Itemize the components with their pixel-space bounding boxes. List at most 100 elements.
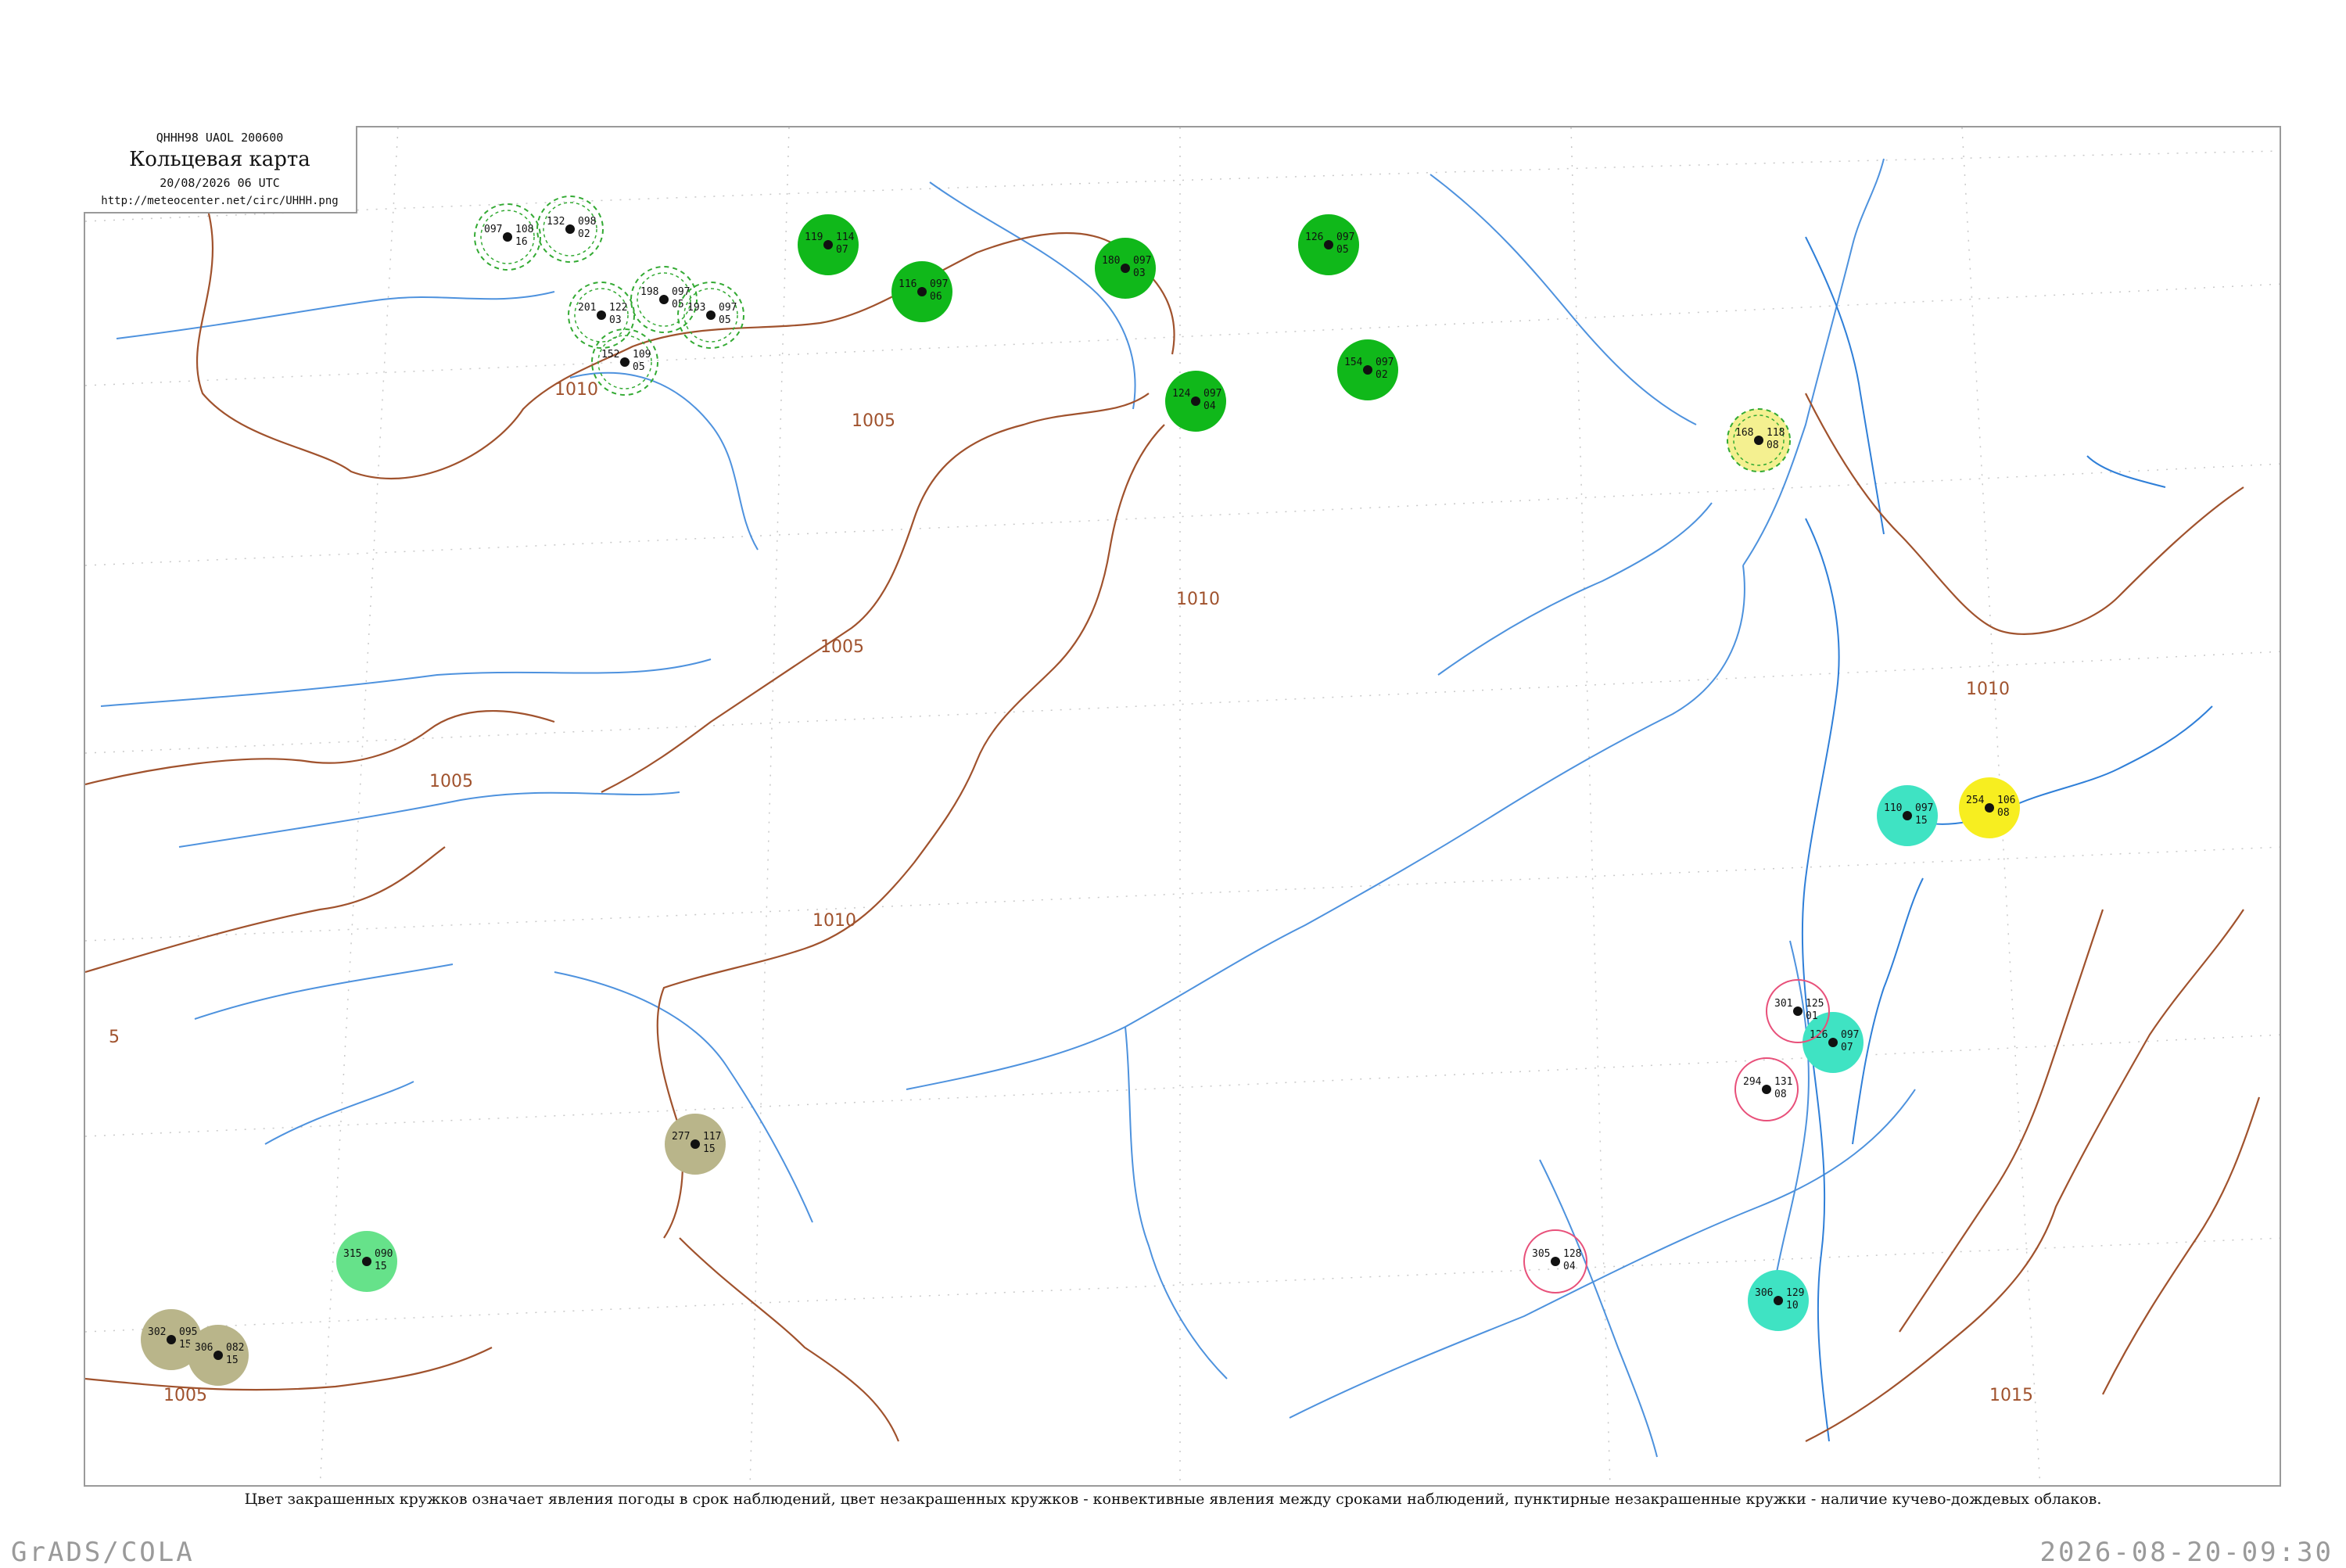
station-circle-inner [543, 202, 597, 257]
station-cloud: 08 [1774, 1089, 1787, 1100]
station-dot [917, 287, 927, 296]
isobars [85, 174, 2261, 1442]
station-pressure: 082 [226, 1342, 244, 1354]
station-dot [823, 240, 833, 249]
station-dot [1762, 1085, 1771, 1094]
station-pressure: 097 [719, 302, 737, 314]
station-cloud: 15 [1915, 815, 1928, 827]
station-circle-thunder [1734, 1057, 1799, 1121]
station-temperature: 305 [1532, 1248, 1550, 1260]
station-circle-inner [683, 288, 738, 343]
station-dot [503, 232, 512, 242]
station-pressure: 097 [1915, 802, 1933, 814]
station-pressure: 097 [1376, 357, 1394, 368]
station-cloud: 15 [179, 1339, 192, 1351]
isobar-label: 1005 [820, 637, 864, 657]
station-circle-cb [591, 328, 658, 396]
station-pressure: 129 [1786, 1287, 1804, 1299]
map-canvas: 1010 1005 1005 1005 1010 1010 1010 1015 … [85, 127, 2280, 1485]
station-pressure: 097 [1203, 388, 1221, 400]
station-temperature: 193 [687, 302, 705, 314]
station-dot [362, 1257, 371, 1266]
isobar-label: 1015 [1989, 1386, 2033, 1405]
station-dot [1903, 811, 1912, 820]
station-cloud: 05 [672, 299, 684, 310]
station-cloud: 08 [1997, 807, 2010, 819]
map-header: QHHH98 UAOL 200600 Кольцевая карта 20/08… [84, 126, 357, 213]
synoptic-map: 1010 1005 1005 1005 1010 1010 1010 1015 … [84, 126, 2281, 1487]
station-pressure: 128 [1563, 1248, 1581, 1260]
station-cloud: 01 [1806, 1010, 1818, 1022]
source-url[interactable]: http://meteocenter.net/circ/UHHH.png [101, 195, 339, 207]
station-dot [1191, 396, 1200, 406]
isobar-label: 1010 [1966, 680, 2010, 699]
station-dot [1121, 264, 1130, 273]
station-circle-inner [597, 335, 652, 389]
station-temperature: 154 [1344, 357, 1363, 368]
map-datetime: 20/08/2026 06 UTC [160, 176, 280, 190]
station-pressure: 122 [609, 302, 627, 314]
isobar-label: 1005 [163, 1386, 207, 1405]
isobar-label: 1010 [1176, 590, 1220, 609]
isobar-label: 1005 [852, 411, 895, 431]
isobar-labels: 1010 1005 1005 1005 1010 1010 1010 1015 … [109, 380, 2033, 1405]
station-temperature: 306 [195, 1342, 213, 1354]
station-temperature: 277 [672, 1131, 690, 1143]
station-cloud: 03 [609, 314, 622, 326]
station-dot [1324, 240, 1333, 249]
station-pressure: 125 [1806, 998, 1824, 1010]
station-circle-inner [1733, 414, 1785, 466]
station-pressure: 097 [930, 278, 948, 290]
station-circle-cb [474, 203, 541, 271]
station-dot [659, 295, 669, 304]
station-temperature: 306 [1755, 1287, 1773, 1299]
station-cloud: 04 [1563, 1261, 1576, 1272]
station-dot [620, 357, 630, 367]
station-dot [597, 310, 606, 320]
station-cloud: 15 [226, 1355, 239, 1366]
station-pressure: 114 [836, 231, 855, 243]
station-temperature: 132 [547, 216, 565, 228]
station-temperature: 315 [343, 1248, 361, 1260]
station-cloud: 04 [1203, 400, 1216, 412]
station-dot [167, 1335, 176, 1344]
station-dot [691, 1139, 700, 1149]
station-cloud: 15 [703, 1143, 716, 1155]
station-dot [1793, 1006, 1803, 1016]
station-temperature: 097 [484, 224, 502, 235]
isobar-label: 1005 [429, 772, 473, 791]
station-temperature: 198 [640, 286, 658, 298]
station-temperature: 124 [1172, 388, 1191, 400]
station-dot [565, 224, 575, 234]
station-cloud: 05 [633, 361, 645, 373]
isobar-label: 1010 [812, 911, 856, 931]
station-pressure: 097 [672, 286, 690, 298]
station-temperature: 119 [805, 231, 823, 243]
station-pressure: 090 [375, 1248, 393, 1260]
station-temperature: 254 [1966, 795, 1985, 806]
station-temperature: 180 [1102, 255, 1120, 267]
station-dot [1828, 1038, 1838, 1047]
station-cloud: 10 [1786, 1300, 1799, 1311]
station-temperature: 294 [1743, 1076, 1762, 1088]
station-circle-inner [574, 288, 629, 343]
station-dot [1774, 1296, 1783, 1305]
station-temperature: 110 [1884, 802, 1902, 814]
grads-credit: GrADS/COLA [11, 1537, 195, 1568]
coastline [1801, 236, 2213, 1442]
station-dot [1985, 803, 1994, 813]
station-cloud: 03 [1133, 267, 1146, 279]
